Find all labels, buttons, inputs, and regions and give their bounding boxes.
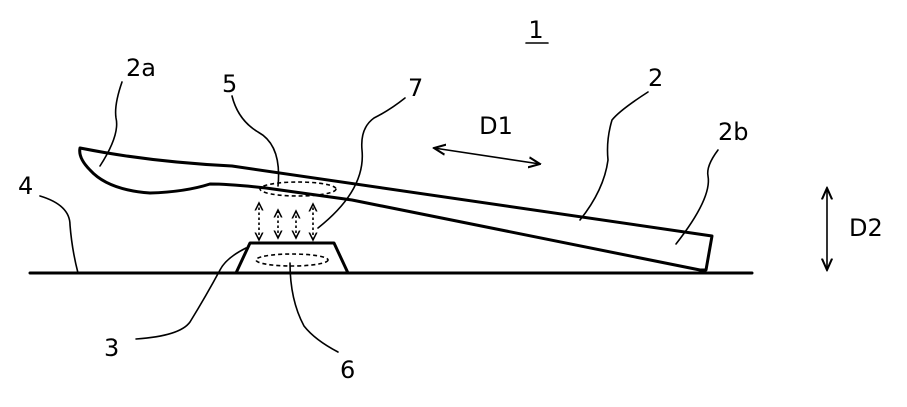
label-2: 2 bbox=[648, 64, 663, 92]
base-coil-ellipse bbox=[255, 253, 329, 267]
leader-7 bbox=[317, 97, 406, 229]
spoon-coil-ellipse bbox=[259, 181, 337, 197]
label-7: 7 bbox=[408, 74, 423, 102]
base-body bbox=[234, 241, 350, 275]
label-5: 5 bbox=[222, 70, 237, 98]
leader-4 bbox=[39, 195, 79, 274]
leader-5 bbox=[231, 95, 280, 187]
leader-3 bbox=[135, 247, 247, 340]
d1-arrow bbox=[434, 148, 540, 164]
figure-number: 1 bbox=[528, 16, 543, 44]
leader-6 bbox=[289, 262, 339, 353]
spoon-body bbox=[78, 146, 714, 272]
leader-2a bbox=[99, 81, 123, 167]
label-4: 4 bbox=[18, 172, 33, 200]
label-d1: D1 bbox=[479, 112, 513, 140]
leader-2b bbox=[675, 149, 719, 245]
label-d2: D2 bbox=[849, 214, 883, 242]
label-3: 3 bbox=[104, 334, 119, 362]
label-2b: 2b bbox=[718, 118, 749, 146]
label-2a: 2a bbox=[126, 54, 156, 82]
label-6: 6 bbox=[340, 356, 355, 384]
leader-2 bbox=[579, 91, 649, 221]
